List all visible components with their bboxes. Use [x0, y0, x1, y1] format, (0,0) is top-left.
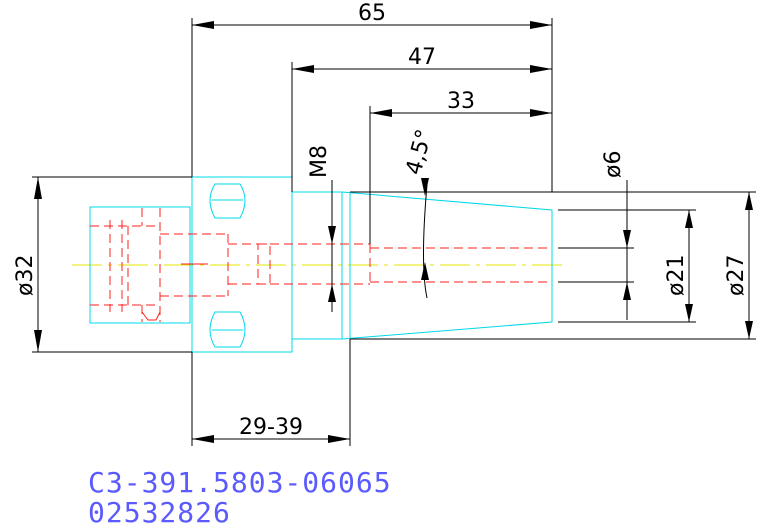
dim-label-dia-32: ø32: [13, 255, 38, 296]
dim-label-angle: 4,5°: [402, 127, 438, 178]
dim-label-dia-27: ø27: [724, 255, 749, 296]
dim-label-m8: M8: [307, 145, 332, 178]
dimension-dia-6: ø6: [558, 151, 634, 320]
dim-label-65: 65: [358, 1, 386, 26]
hidden-lines: [90, 208, 552, 322]
part-number: C3-391.5803-06065: [88, 466, 392, 499]
dimension-33: 33: [369, 89, 552, 244]
dimension-dia-32: ø32: [13, 176, 192, 353]
dim-label-33: 33: [447, 89, 475, 114]
collar-outline: [291, 191, 343, 340]
dimension-dia-21: ø21: [558, 209, 696, 323]
dim-label-dia-6: ø6: [601, 151, 626, 178]
dimension-dia-27: ø27: [350, 191, 756, 340]
dimension-taper-angle: 4,5°: [402, 127, 438, 299]
dim-label-range: 29-39: [239, 415, 303, 440]
dim-label-47: 47: [408, 45, 436, 70]
dimension-range: 29-39: [191, 339, 351, 446]
dimension-47: 47: [291, 45, 552, 192]
drive-slot-bottom: [209, 311, 246, 348]
dimension-65: 65: [191, 1, 553, 192]
taper-outline: [341, 191, 553, 340]
dimension-m8: M8: [307, 145, 336, 312]
item-code: 02532826: [88, 496, 231, 523]
drive-slot-top: [209, 183, 246, 219]
dim-label-dia-21: ø21: [664, 255, 689, 296]
shank-outline: [89, 206, 191, 324]
